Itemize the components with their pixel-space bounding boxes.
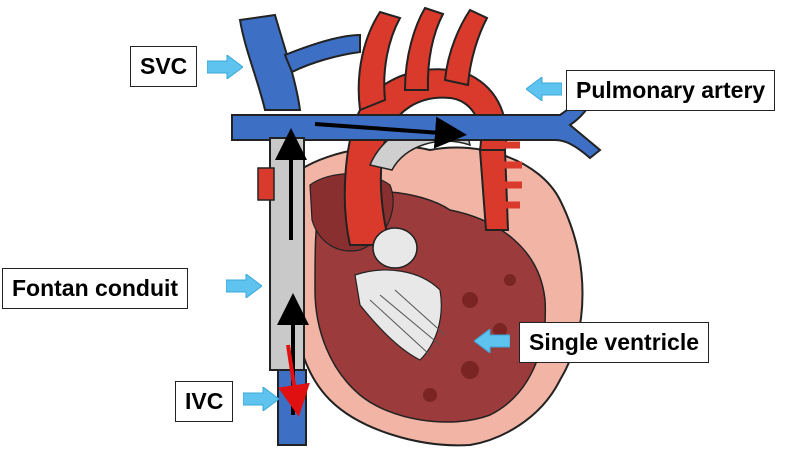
trabecula-5 — [504, 274, 516, 286]
right-arrow-icon — [207, 55, 243, 79]
left-arrow-icon — [526, 77, 562, 101]
trabecula-1 — [462, 292, 478, 308]
flow-arrow-icon-red-down — [278, 344, 310, 417]
subclavian-vessel — [443, 8, 489, 87]
chordae — [369, 289, 446, 356]
label-ivc: IVC — [175, 381, 234, 422]
valve-leaflets — [354, 269, 442, 361]
heart — [292, 145, 584, 447]
trabecula-2 — [493, 323, 507, 337]
aorta — [343, 6, 522, 269]
label-fontan-conduit: Fontan conduit — [2, 268, 189, 309]
fontan-conduit-tube — [269, 137, 305, 371]
aortic-ribs — [500, 141, 522, 209]
label-pulmonary-artery: Pulmonary artery — [566, 70, 776, 111]
veins — [231, 13, 602, 160]
right-arrow-icon — [243, 387, 279, 411]
label-svc: SVC — [130, 46, 198, 87]
innominate-vein — [283, 33, 361, 74]
flow-arrow-icon-right — [314, 116, 467, 149]
svc-vessel — [238, 13, 302, 111]
descending-aorta — [478, 149, 510, 231]
left-arrow-icon — [474, 329, 510, 353]
aortic-valve — [372, 227, 418, 269]
right-arrow-icon — [226, 274, 262, 298]
carotid-vessel — [403, 6, 445, 91]
ivc-branch — [257, 167, 275, 201]
label-single-ventricle: Single ventricle — [519, 322, 710, 363]
trabecula-4 — [423, 388, 437, 402]
brachiocephalic-vessel — [357, 10, 402, 112]
trabecula-3 — [461, 361, 479, 379]
